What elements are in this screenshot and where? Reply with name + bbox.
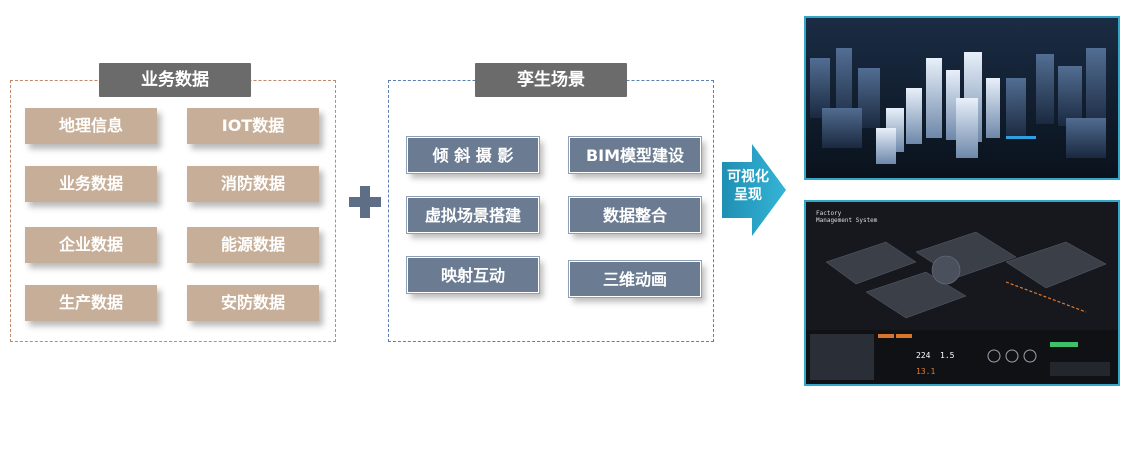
tile-business-data: 业务数据: [25, 166, 157, 202]
tile-iot-data: IOT数据: [187, 108, 319, 144]
arrow-label-line1: 可视化: [727, 169, 769, 185]
arrow-label-line2: 呈现: [734, 187, 762, 203]
tile-production-data: 生产数据: [25, 285, 157, 321]
tile-fire-data: 消防数据: [187, 166, 319, 202]
factory-stat-1: 224: [916, 351, 931, 360]
tile-security-data: 安防数据: [187, 285, 319, 321]
tile-oblique-photography: 倾 斜 摄 影: [406, 136, 540, 174]
tile-energy-data: 能源数据: [187, 227, 319, 263]
factory-render-icon: [806, 202, 1118, 384]
tile-mapping-interaction: 映射互动: [406, 256, 540, 294]
factory-title-line1: Factory: [816, 210, 842, 217]
factory-stat-3: 13.1: [916, 367, 936, 376]
business-group-title: 业务数据: [99, 63, 251, 97]
tile-data-integration: 数据整合: [568, 196, 702, 234]
tile-3d-animation: 三维动画: [568, 260, 702, 298]
twin-group-title: 孪生场景: [475, 63, 627, 97]
factory-stat-2: 1.5: [940, 351, 955, 360]
factory-title-line2: Management System: [816, 217, 878, 224]
twin-scene-group: 孪生场景 倾 斜 摄 影 BIM模型建设 虚拟场景搭建 数据整合 映射互动 三维…: [388, 63, 714, 342]
city-render-icon: [806, 18, 1118, 178]
plus-icon: [349, 186, 381, 218]
arrow-right-icon: [722, 144, 786, 236]
factory-title: Factory Management System: [816, 210, 877, 224]
arrow-label: 可视化 呈现: [724, 168, 772, 204]
tile-geo-info: 地理信息: [25, 108, 157, 144]
tile-virtual-scene: 虚拟场景搭建: [406, 196, 540, 234]
city-3d-image: [804, 16, 1120, 180]
business-data-group: 业务数据 地理信息 IOT数据 业务数据 消防数据 企业数据 能源数据 生产数据…: [10, 63, 336, 342]
tile-enterprise-data: 企业数据: [25, 227, 157, 263]
factory-3d-image: Factory Management System 224 1.5 13.1: [804, 200, 1120, 386]
tile-bim-modeling: BIM模型建设: [568, 136, 702, 174]
